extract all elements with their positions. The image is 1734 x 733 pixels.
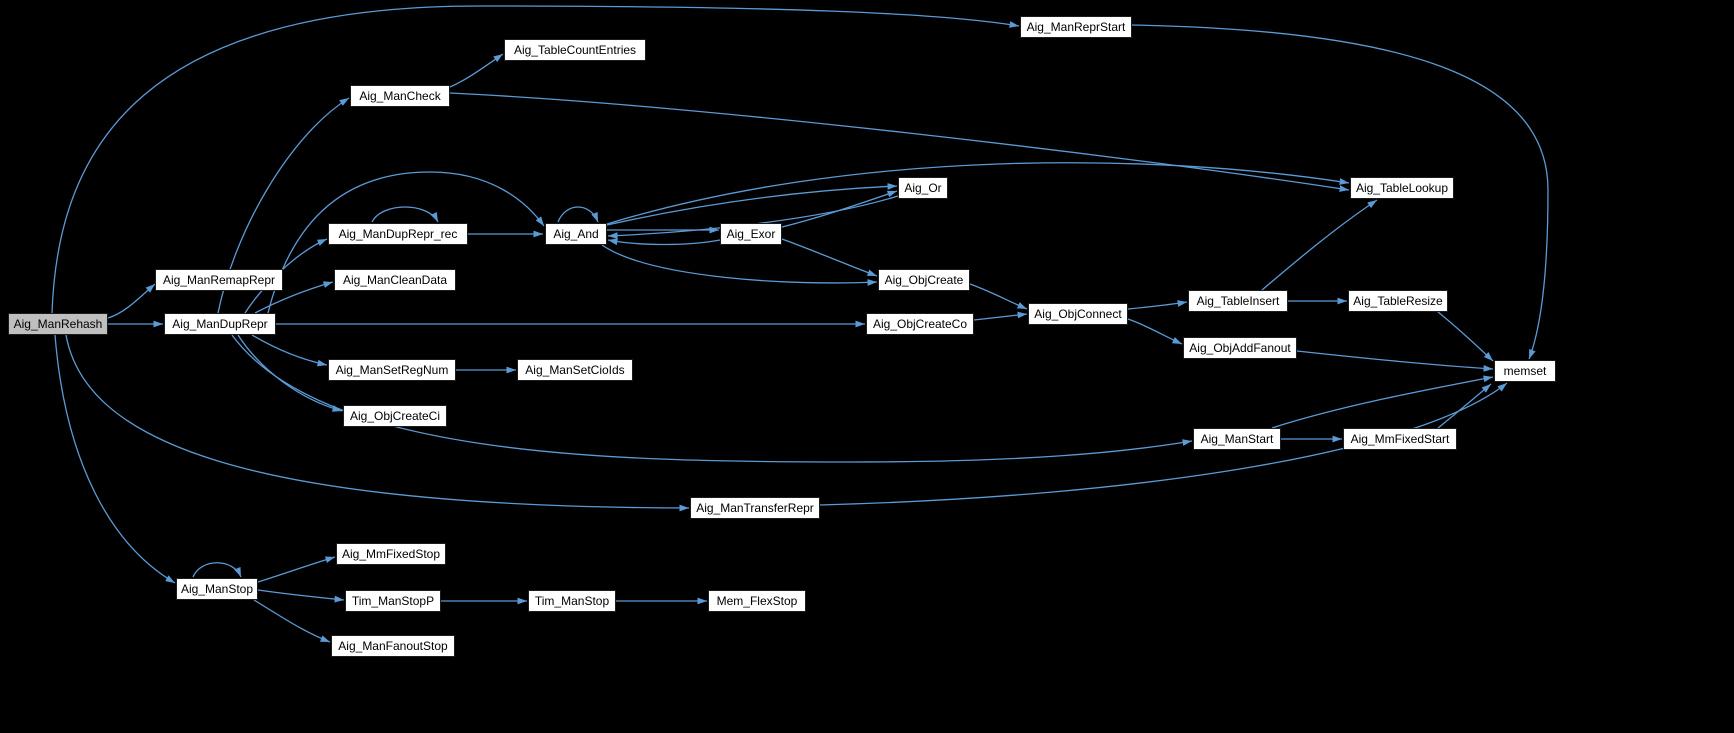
- edge-tableinsert-to-tablelookup: [1261, 199, 1378, 291]
- node-aig-objcreateci[interactable]: Aig_ObjCreateCi: [343, 405, 447, 427]
- edge-manstop-self: [192, 562, 242, 578]
- node-aig-and[interactable]: Aig_And: [545, 223, 607, 245]
- node-mem-flexstop[interactable]: Mem_FlexStop: [708, 590, 806, 612]
- edge-and-to-objcreate: [601, 244, 878, 286]
- node-aig-manreprstart[interactable]: Aig_ManReprStart: [1020, 16, 1132, 38]
- node-aig-manstart[interactable]: Aig_ManStart: [1193, 428, 1281, 450]
- edge-manduprepr-to-manstart: [231, 334, 1193, 463]
- node-tim-manstop[interactable]: Tim_ManStop: [528, 590, 616, 612]
- node-aig-mancleandata[interactable]: Aig_ManCleanData: [334, 269, 456, 291]
- edge-objconnect-to-tableinsert: [1127, 300, 1188, 310]
- edge-mantransferrepr-to-memset: [819, 382, 1508, 506]
- node-aig-exor[interactable]: Aig_Exor: [720, 223, 782, 245]
- edge-objcreateco-to-objconnect: [973, 311, 1028, 321]
- edge-manduprepr-rec-self: [371, 206, 439, 223]
- node-aig-manremaprepr[interactable]: Aig_ManRemapRepr: [155, 269, 283, 291]
- edge-manstart-to-memset: [1271, 375, 1494, 429]
- edge-manstop-to-manfanoutstop: [253, 599, 331, 643]
- edge-manstop-to-timmanstopp: [257, 589, 345, 603]
- node-aig-tableresize[interactable]: Aig_TableResize: [1348, 290, 1448, 312]
- node-aig-mantransferrepr[interactable]: Aig_ManTransferRepr: [690, 497, 820, 519]
- edge-manrehash-to-manstop: [54, 334, 176, 584]
- edge-mmfixedstart-to-memset: [1437, 383, 1492, 429]
- edge-manrehash-to-manremaprepr: [107, 283, 156, 319]
- edge-objconnect-to-objaddfanout: [1127, 318, 1183, 345]
- edge-manreprstart-to-memset: [1131, 24, 1549, 360]
- edge-mancheck-to-tablecountentries: [449, 53, 504, 88]
- edge-manduprepr-to-mansetregnum: [251, 334, 328, 367]
- node-aig-objconnect[interactable]: Aig_ObjConnect: [1028, 303, 1128, 325]
- node-memset[interactable]: memset: [1494, 360, 1556, 382]
- edge-objcreate-to-objconnect: [969, 283, 1028, 310]
- node-aig-manstop[interactable]: Aig_ManStop: [176, 578, 258, 600]
- node-aig-manduprepr-rec[interactable]: Aig_ManDupRepr_rec: [328, 223, 468, 245]
- edge-exor-to-objcreate: [781, 238, 878, 277]
- edge-exor-to-or: [781, 190, 898, 228]
- edge-manrehash-to-manreprstart: [51, 5, 1020, 314]
- edge-manduprepr-to-and: [267, 171, 545, 314]
- node-aig-mancheck[interactable]: Aig_ManCheck: [350, 85, 450, 107]
- node-aig-tableinsert[interactable]: Aig_TableInsert: [1188, 290, 1288, 312]
- edge-and-to-or: [606, 183, 898, 226]
- node-tim-manstopp[interactable]: Tim_ManStopP: [345, 590, 441, 612]
- node-aig-manrehash[interactable]: Aig_ManRehash: [8, 313, 108, 335]
- edge-and-to-tablelookup: [606, 162, 1350, 225]
- node-aig-objcreateco[interactable]: Aig_ObjCreateCo: [866, 313, 974, 335]
- edge-manrehash-to-mantransferrepr: [65, 334, 690, 512]
- node-aig-mmfixedstart[interactable]: Aig_MmFixedStart: [1343, 428, 1457, 450]
- node-aig-tablecountentries[interactable]: Aig_TableCountEntries: [504, 39, 646, 61]
- edge-manstop-to-mmfixedstop: [257, 556, 336, 583]
- edge-and-self: [557, 206, 599, 223]
- node-aig-mansetcioids[interactable]: Aig_ManSetCioIds: [517, 359, 633, 381]
- node-aig-manfanoutstop[interactable]: Aig_ManFanoutStop: [331, 635, 455, 657]
- edge-exor-to-and: [607, 238, 721, 246]
- edge-objaddfanout-to-memset: [1296, 350, 1494, 372]
- node-aig-manduprepr[interactable]: Aig_ManDupRepr: [164, 313, 276, 335]
- edge-manduprepr-to-objcreateci: [237, 334, 343, 412]
- edge-manduprepr-to-mancleandata: [254, 281, 334, 314]
- node-aig-objaddfanout[interactable]: Aig_ObjAddFanout: [1183, 337, 1297, 359]
- node-aig-objcreate[interactable]: Aig_ObjCreate: [878, 269, 970, 291]
- node-aig-mansetregnum[interactable]: Aig_ManSetRegNum: [328, 359, 456, 381]
- edge-mancheck-to-tablelookup: [449, 92, 1350, 192]
- node-aig-tablelookup[interactable]: Aig_TableLookup: [1350, 177, 1454, 199]
- node-aig-mmfixedstop[interactable]: Aig_MmFixedStop: [336, 543, 446, 565]
- edge-tableresize-to-memset: [1437, 311, 1494, 362]
- node-aig-or[interactable]: Aig_Or: [898, 177, 948, 199]
